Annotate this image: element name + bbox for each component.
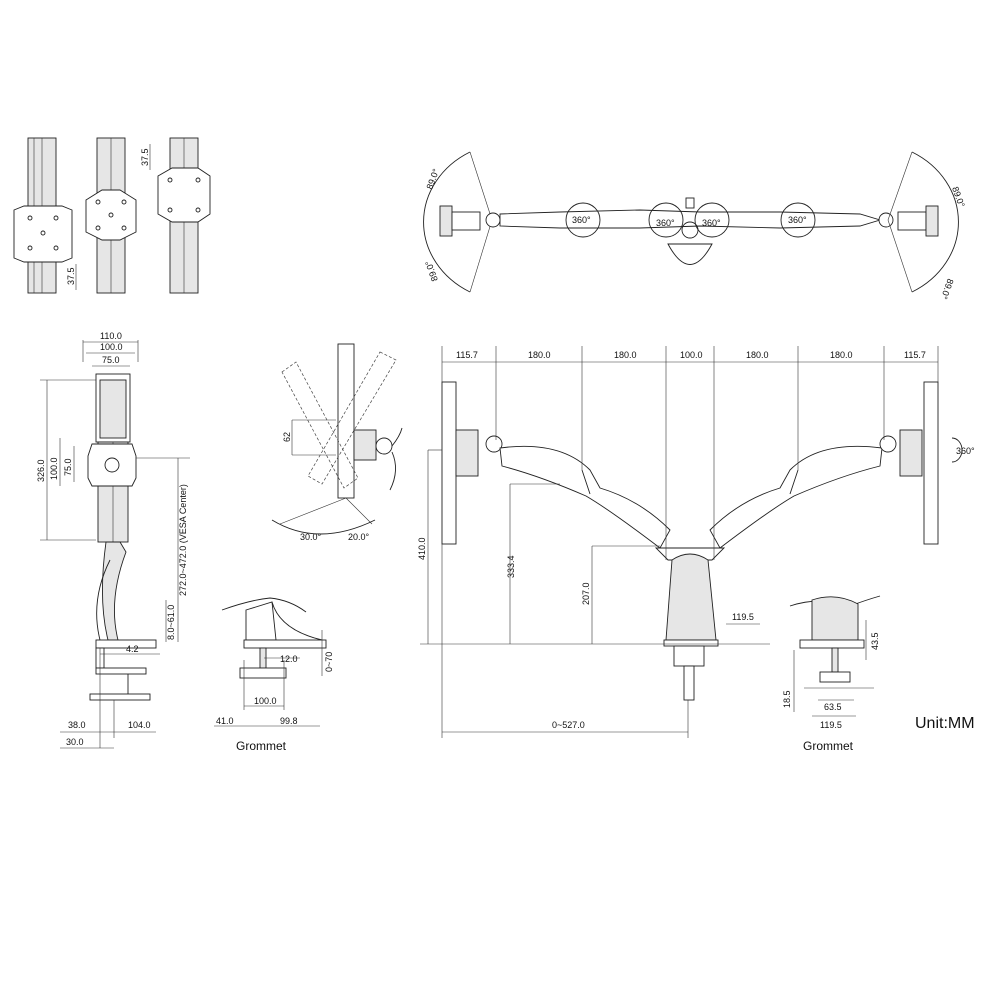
dim-clamp-104: 104.0 [128,720,151,730]
dim-width-75: 75.0 [102,355,120,365]
dim-clamp-38: 38.0 [68,720,86,730]
dim-top-180-3: 180.0 [746,350,769,360]
dim-base-119: 119.5 [732,612,754,622]
dim-tilt-20: 20.0° [348,532,370,542]
dim-grommet-41: 41.0 [216,716,234,726]
label-swivel-left-top: 89.0° [424,167,441,191]
vesa-plate-view-2 [85,137,137,294]
dim-clamp-range: 8.0~61.0 [166,605,176,640]
dim-rg-63: 63.5 [824,702,842,712]
grommet-right-label: Grommet [803,739,854,753]
dim-vesa-center-range: 272.0~472.0 (VESA Center) [178,484,188,596]
dim-grommet-12: 12.0 [280,654,298,664]
dim-height-326: 326.0 [36,459,46,482]
dim-top-115-left: 115.7 [456,350,478,360]
label-joint-rotation-1: 360° [572,215,591,225]
label-swivel-right-bottom: 89.0° [939,277,956,301]
dim-tilt-30: 30.0° [300,532,322,542]
dim-tilt-62: 62 [282,432,292,442]
side-view-pole [40,340,190,749]
grommet-left-drawing [214,597,327,727]
dim-rg-119: 119.5 [820,720,842,730]
dim-top-115-right: 115.7 [904,350,926,360]
dim-vesa-375-bottom: 37.5 [66,267,76,285]
tilt-view [271,343,403,535]
vesa-plate-view-1 [13,137,77,294]
top-view-arm [423,151,959,293]
dim-grommet-0-70: 0~70 [324,652,334,672]
dim-offset-42: 4.2 [126,644,139,654]
unit-label: Unit:MM [915,715,975,732]
dim-top-100: 100.0 [680,350,703,360]
dim-top-180-2: 180.0 [614,350,637,360]
label-joint-rotation-3: 360° [702,218,721,228]
label-swivel-left-bottom: 89.0° [423,259,440,283]
dim-grommet-99-8: 99.8 [280,716,298,726]
label-joint-rotation-4: 360° [788,215,807,225]
label-joint-rotation-2: 360° [656,218,675,228]
dim-width-110: 110.0 [100,331,122,341]
dim-rg-18: 18.5 [782,690,792,708]
label-rotation-360: 360° [956,446,975,456]
vesa-plate-view-3 [149,137,211,294]
dim-vesa-375-top: 37.5 [140,148,150,166]
grommet-left-label: Grommet [236,739,287,753]
dim-clamp-30: 30.0 [66,737,84,747]
dim-grommet-100: 100.0 [254,696,277,706]
dim-width-100: 100.0 [100,342,123,352]
dim-top-180-1: 180.0 [528,350,551,360]
dim-rg-43: 43.5 [870,632,880,650]
grommet-right-drawing [789,595,881,717]
dim-height-75: 75.0 [63,458,73,476]
dim-height-410: 410.0 [417,537,427,560]
dim-height-100: 100.0 [49,457,59,480]
dim-height-333: 333.4 [506,555,516,578]
front-view-dual-arm [420,346,963,738]
label-swivel-right-top: 89.0° [950,185,967,209]
dim-height-207: 207.0 [581,582,591,605]
dim-reach: 0~527.0 [552,720,585,730]
dim-top-180-4: 180.0 [830,350,853,360]
